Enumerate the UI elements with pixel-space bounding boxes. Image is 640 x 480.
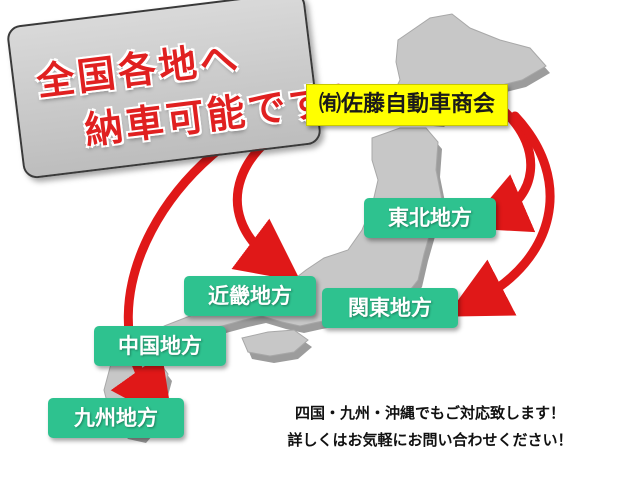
- company-name-label: ㈲佐藤自動車商会: [306, 84, 509, 126]
- region-label-tohoku: 東北地方: [364, 198, 496, 238]
- coverage-note: 四国・九州・沖縄でもご対応致します！ 詳しくはお気軽にお問い合わせください！: [252, 400, 608, 454]
- region-label-kanto: 関東地方: [322, 288, 458, 328]
- coverage-note-line-2: 詳しくはお気軽にお問い合わせください！: [287, 431, 573, 449]
- coverage-note-line-1: 四国・九州・沖縄でもご対応致します！: [294, 404, 565, 422]
- region-label-kinki: 近畿地方: [184, 276, 316, 316]
- region-label-kyushu: 九州地方: [48, 398, 184, 438]
- region-label-chugoku: 中国地方: [94, 326, 226, 366]
